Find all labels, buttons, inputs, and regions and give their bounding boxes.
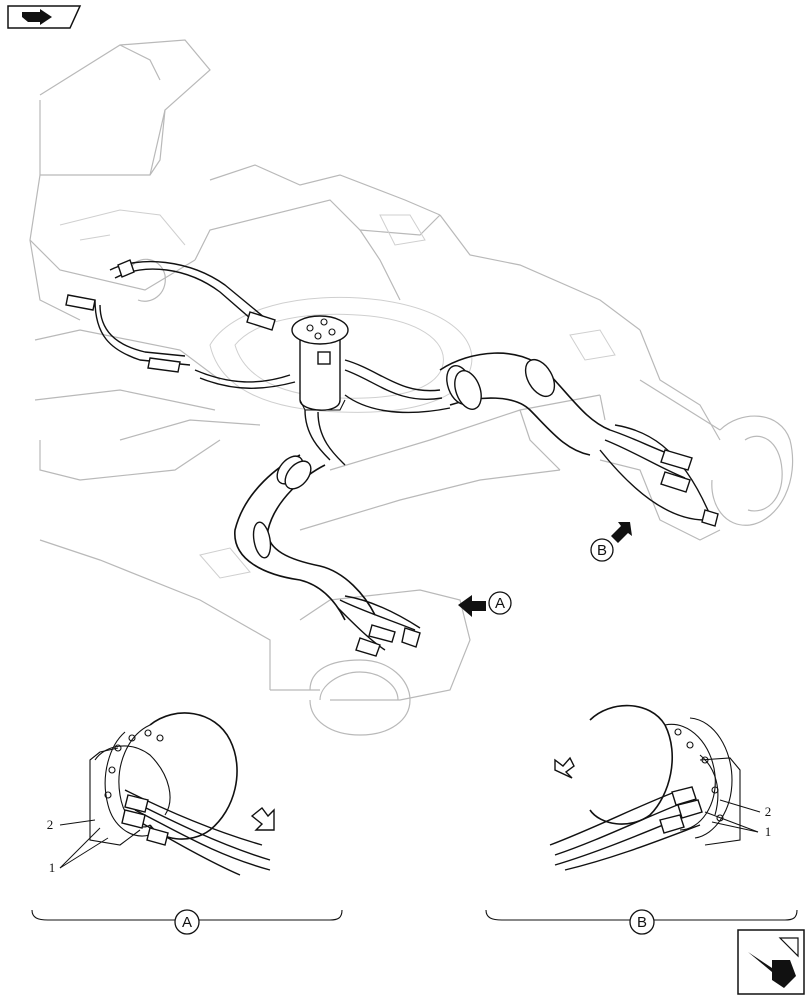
swivel-joint [291,315,349,411]
callout-1-a: 1 [49,860,56,875]
detail-b-label: B [637,914,647,931]
view-marker-a: A [488,591,512,615]
prev-page-icon[interactable] [7,5,82,29]
hose-assembly [65,259,719,657]
detail-b-callout-1: 1 [704,811,772,839]
view-marker-b: B [590,538,614,562]
view-marker-a-label: A [495,595,505,612]
callout-2-a: 2 [47,817,54,832]
view-arrow-a [458,595,486,617]
detail-view-b [549,704,741,871]
view-arrow-b [611,522,632,543]
brace-b: B [485,909,798,935]
detail-b-arrow [554,756,575,779]
next-page-icon[interactable] [737,929,805,995]
chassis-frame [29,39,794,736]
detail-view-a [89,712,271,876]
detail-a-label: A [182,914,192,931]
brace-a: A [31,909,343,935]
detail-a-arrow [250,807,275,831]
callout-1-b: 1 [765,824,772,839]
detail-a-callout-1: 1 [49,827,109,875]
detail-a-callout-2: 2 [47,817,96,832]
view-marker-b-label: B [597,542,607,559]
callout-2-b: 2 [765,804,772,819]
detail-b-callout-2: 2 [719,799,772,819]
